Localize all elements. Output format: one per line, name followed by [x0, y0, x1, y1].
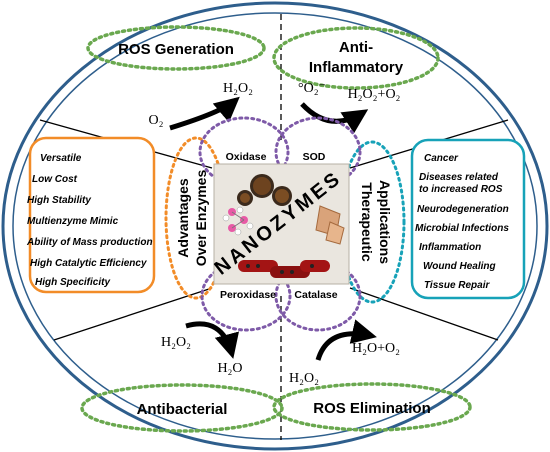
- antibacterial-substrate: H₂O₂: [161, 335, 191, 350]
- inner-ring: [12, 12, 538, 440]
- advantages-title-line1: Advantages: [175, 178, 191, 258]
- therapeutic-item: Diseases related: [419, 172, 499, 183]
- ros-generation-label: ROS Generation: [118, 41, 234, 58]
- peroxidase-label: Peroxidase: [220, 289, 276, 301]
- therapeutic-title-line2: Applications: [377, 180, 393, 264]
- therapeutic-item: Microbial Infections: [415, 223, 509, 234]
- nanoparticle-illustration: [222, 174, 345, 278]
- therapeutic-item: Inflammation: [419, 242, 481, 253]
- ros-generation-product: H₂O₂: [223, 81, 253, 96]
- divider-bottom-right: [349, 287, 499, 341]
- anti-inflammatory-product: H₂O₂+O₂: [348, 87, 401, 102]
- therapeutic-item: Wound Healing: [423, 261, 496, 272]
- advantage-item: Low Cost: [32, 174, 78, 185]
- advantage-item: High Stability: [27, 195, 91, 206]
- anti-inflammatory-substrate: °O₂⁻: [298, 81, 326, 96]
- ros-elimination-label: ROS Elimination: [313, 400, 431, 417]
- ros-elimination-substrate: H₂O₂: [289, 371, 319, 386]
- therapeutic-item: Tissue Repair: [424, 280, 491, 291]
- advantages-title-line2: Over Enzymes: [193, 170, 209, 267]
- therapeutic-list: Cancer Diseases related to increased ROS…: [415, 153, 509, 291]
- catalase-label: Catalase: [294, 289, 337, 301]
- anti-inflammatory-frame: [272, 26, 440, 90]
- ros-elimination-frame: [272, 382, 472, 432]
- antibacterial-label: Antibacterial: [137, 401, 228, 418]
- therapeutic-item: Cancer: [424, 153, 459, 164]
- advantage-item: High Catalytic Efficiency: [30, 258, 147, 269]
- advantages-list: Versatile Low Cost High Stability Multie…: [26, 153, 153, 288]
- advantage-item: High Specificity: [35, 277, 110, 288]
- antibacterial-product: H₂O: [217, 361, 242, 376]
- anti-inflammatory-label-line1: Anti-: [339, 39, 373, 56]
- advantages-box: [28, 136, 156, 294]
- anti-inflammatory-label-line2: Inflammatory: [309, 59, 404, 76]
- advantage-item: Multienzyme Mimic: [27, 216, 119, 227]
- therapeutic-item: Neurodegeneration: [417, 204, 509, 215]
- antibacterial-frame: [80, 383, 284, 433]
- advantage-item: Ability of Mass production: [26, 237, 153, 248]
- ros-generation-substrate: O₂: [149, 113, 164, 128]
- divider-bottom-left: [53, 287, 213, 341]
- peroxidase-frame: [200, 260, 292, 332]
- antibacterial-arrow: [185, 321, 239, 359]
- therapeutic-title-line1: Therapeutic: [359, 182, 375, 262]
- ros-elimination-arrow: [315, 319, 377, 361]
- ros-generation-arrow: [169, 96, 240, 131]
- oxidase-label: Oxidase: [226, 151, 267, 163]
- sod-label: SOD: [303, 151, 326, 163]
- ros-generation-frame: [86, 25, 266, 71]
- advantage-item: Versatile: [40, 153, 82, 164]
- therapeutic-item: to increased ROS: [419, 184, 503, 195]
- therapeutic-title-frame: [338, 140, 406, 304]
- therapeutic-box: [410, 138, 526, 300]
- ros-elimination-product: H₂O+O₂: [352, 341, 400, 356]
